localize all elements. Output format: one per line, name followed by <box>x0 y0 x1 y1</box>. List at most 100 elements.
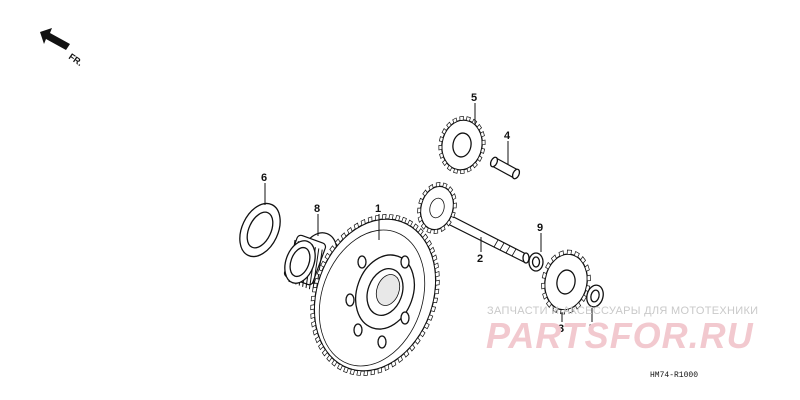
gear-tooth <box>310 312 316 320</box>
part-6-washer[interactable] <box>232 197 288 263</box>
gear-tooth <box>433 262 439 270</box>
gear-bolt-holes <box>345 255 410 349</box>
gear-tooth <box>435 279 440 286</box>
gear-tooth <box>426 227 432 234</box>
gear-tooth <box>316 269 323 276</box>
gear-tooth <box>459 116 464 121</box>
gear-tooth <box>388 214 394 220</box>
gear-tooth <box>438 136 444 142</box>
gear-tooth <box>414 337 421 345</box>
gear-tooth <box>566 249 573 255</box>
gear-tooth <box>401 216 407 224</box>
gear-tooth <box>542 292 548 300</box>
gear-tooth <box>409 344 416 352</box>
bearing-needle <box>312 248 320 291</box>
callout-6[interactable]: 6 <box>261 172 267 184</box>
gear-tooth <box>431 254 438 262</box>
gear-tooth <box>397 355 403 364</box>
gear-tooth <box>418 197 424 205</box>
gear-tooth <box>466 166 472 173</box>
gear-tooth <box>367 216 373 223</box>
gear-tooth <box>419 330 426 338</box>
gear-tooth <box>422 233 429 242</box>
gear-tooth <box>586 274 591 282</box>
gear-tooth <box>318 342 324 351</box>
gear-tooth <box>558 250 564 257</box>
gear-tooth <box>377 367 383 374</box>
gear-tooth <box>340 232 347 240</box>
gear-tooth <box>439 152 444 159</box>
gear-tooth <box>336 363 343 371</box>
callout-9[interactable]: 9 <box>537 222 543 234</box>
gear-tooth <box>541 271 547 279</box>
part-3-gear[interactable] <box>540 249 591 315</box>
gear-tooth <box>428 183 434 191</box>
gear-tooth <box>480 131 485 138</box>
gear-tooth <box>331 359 338 367</box>
gear-tooth <box>429 246 436 255</box>
gear-tooth <box>581 294 587 303</box>
gear-tooth <box>435 182 441 188</box>
gear-tooth <box>423 322 430 330</box>
gear-tooth <box>433 228 439 234</box>
gear-tooth <box>381 214 387 220</box>
part-1-starter-driven-gear[interactable] <box>294 202 456 388</box>
gear-tooth <box>417 215 423 223</box>
callout-7[interactable]: 7 <box>589 323 595 335</box>
callout-4[interactable]: 4 <box>504 130 511 142</box>
gear-tooth <box>310 304 315 311</box>
gear-tooth <box>452 117 458 124</box>
gear-tooth <box>363 370 369 376</box>
gear-tooth <box>391 360 397 368</box>
gear-tooth <box>334 238 341 246</box>
diagram-code: HM74-R1000 <box>650 371 698 380</box>
gear-tooth <box>481 139 486 145</box>
gear-tooth <box>580 256 587 264</box>
part-7-washer[interactable] <box>584 283 605 308</box>
part-5-gear[interactable] <box>438 116 486 174</box>
gear-tooth <box>465 116 471 122</box>
gear-tooth <box>438 145 443 151</box>
gear-tooth <box>321 348 328 357</box>
gear-tooth <box>430 306 437 313</box>
gear-tooth <box>441 128 447 135</box>
gear-tooth <box>452 202 457 209</box>
gear-tooth <box>417 207 422 214</box>
gear-tooth <box>417 228 424 236</box>
gear-tooth <box>394 215 401 222</box>
gear-tooth <box>584 264 590 272</box>
gear-tooth <box>311 286 318 293</box>
gear-tooth <box>312 328 319 336</box>
callout-1[interactable]: 1 <box>375 203 381 215</box>
gear-tooth <box>442 182 448 189</box>
gear-tooth <box>450 211 456 219</box>
gear-tooth <box>434 288 440 295</box>
part-2-shaft-gear[interactable] <box>416 182 530 264</box>
callout-numbers: 1 2 3 4 5 6 7 8 9 <box>261 92 595 335</box>
part-4-pin[interactable] <box>489 156 521 180</box>
gear-tooth <box>360 218 366 226</box>
gear-tooth <box>324 252 331 260</box>
gear-tooth <box>441 159 448 167</box>
callout-3[interactable]: 3 <box>558 323 564 335</box>
gear-tooth <box>347 226 353 235</box>
gear-tooth <box>434 270 440 278</box>
part-9-washer[interactable] <box>528 252 544 272</box>
gear-tooth <box>353 222 359 230</box>
gear-tooth <box>356 370 362 376</box>
callout-5[interactable]: 5 <box>471 92 477 104</box>
front-direction-arrow-icon: FR. <box>40 28 84 68</box>
gear-tooth <box>453 168 459 174</box>
callout-2[interactable]: 2 <box>477 253 483 265</box>
gear-tooth <box>476 123 483 131</box>
gear-tooth <box>349 368 356 375</box>
gear-tooth <box>446 219 452 227</box>
gear-tooth <box>545 261 551 270</box>
gear-tooth <box>446 164 453 172</box>
gear-tooth <box>471 118 478 126</box>
gear-tooth <box>412 223 419 231</box>
callout-8[interactable]: 8 <box>314 203 320 215</box>
watermark-logo: PARTSFOR.RU <box>486 315 754 356</box>
gear-tooth <box>568 307 574 314</box>
gear-tooth <box>407 219 414 227</box>
